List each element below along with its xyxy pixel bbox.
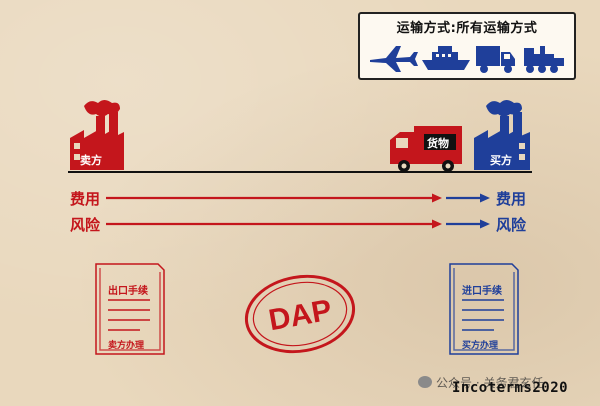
buyer-label: 买方 [490,154,512,167]
wechat-icon [418,376,432,388]
dap-stamp [244,274,356,354]
wechat-watermark: 公众号 · 关务君玄任 [436,376,544,390]
import-doc-footer: 买方办理 [462,341,499,351]
seller-factory-icon [70,100,124,170]
risk-label-seller: 风险 [70,216,101,234]
risk-label-buyer: 风险 [496,216,527,234]
export-document-icon [95,263,165,355]
import-doc-title: 进口手续 [462,286,502,297]
seller-label: 卖方 [80,154,102,167]
export-doc-footer: 卖方办理 [108,341,145,351]
transport-mode-title: 运输方式:所有运输方式 [396,21,538,36]
ship-icon [422,46,470,70]
incoterms-brand: Incoterms2020 [452,380,569,396]
delivery-truck-icon [390,126,462,172]
dap-stamp-text: DAP [266,294,334,337]
cost-label-buyer: 费用 [496,190,527,208]
buyer-factory-icon [474,100,530,170]
cost-label-seller: 费用 [70,190,101,208]
train-icon [524,46,564,73]
truck-icon [476,46,515,73]
export-doc-title: 出口手续 [108,286,148,297]
cargo-label: 货物 [427,137,449,150]
airplane-icon [370,46,418,72]
transport-mode-panel: 运输方式:所有运输方式 [358,12,576,80]
import-document-icon [449,263,519,355]
